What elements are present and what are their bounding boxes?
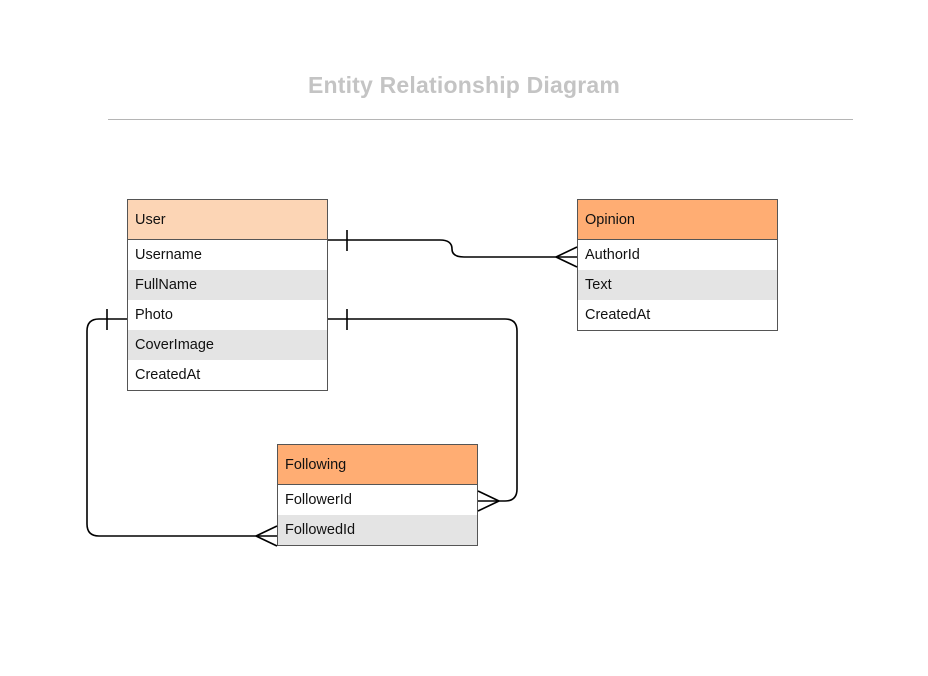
page-title: Entity Relationship Diagram — [307, 72, 621, 98]
cardinality-many-following-followerid — [477, 490, 500, 512]
entity-following-header: Following — [278, 445, 477, 485]
relationship-user-opinion — [328, 230, 578, 268]
entity-user-header: User — [128, 200, 327, 240]
entity-opinion-header: Opinion — [578, 200, 777, 240]
cardinality-many-user-opinion — [555, 246, 578, 268]
entity-user-attribute-fullname: FullName — [128, 270, 327, 300]
entity-following[interactable]: Following FollowerId FollowedId — [277, 444, 478, 546]
entity-user-attribute-coverimage: CoverImage — [128, 330, 327, 360]
entity-opinion-attribute-createdat: CreatedAt — [578, 300, 777, 330]
entity-opinion-attribute-authorid: AuthorId — [578, 240, 777, 270]
cardinality-many-following-followedid — [255, 525, 278, 547]
entity-user-attribute-photo: Photo — [128, 300, 327, 330]
entity-following-attribute-followerid: FollowerId — [278, 485, 477, 515]
entity-following-attribute-followedid: FollowedId — [278, 515, 477, 545]
title-divider — [108, 119, 853, 120]
entity-user[interactable]: User Username FullName Photo CoverImage … — [127, 199, 328, 391]
entity-user-attribute-username: Username — [128, 240, 327, 270]
entity-opinion[interactable]: Opinion AuthorId Text CreatedAt — [577, 199, 778, 331]
entity-opinion-attribute-text: Text — [578, 270, 777, 300]
entity-user-attribute-createdat: CreatedAt — [128, 360, 327, 390]
edge-line-user-opinion — [328, 239, 556, 258]
